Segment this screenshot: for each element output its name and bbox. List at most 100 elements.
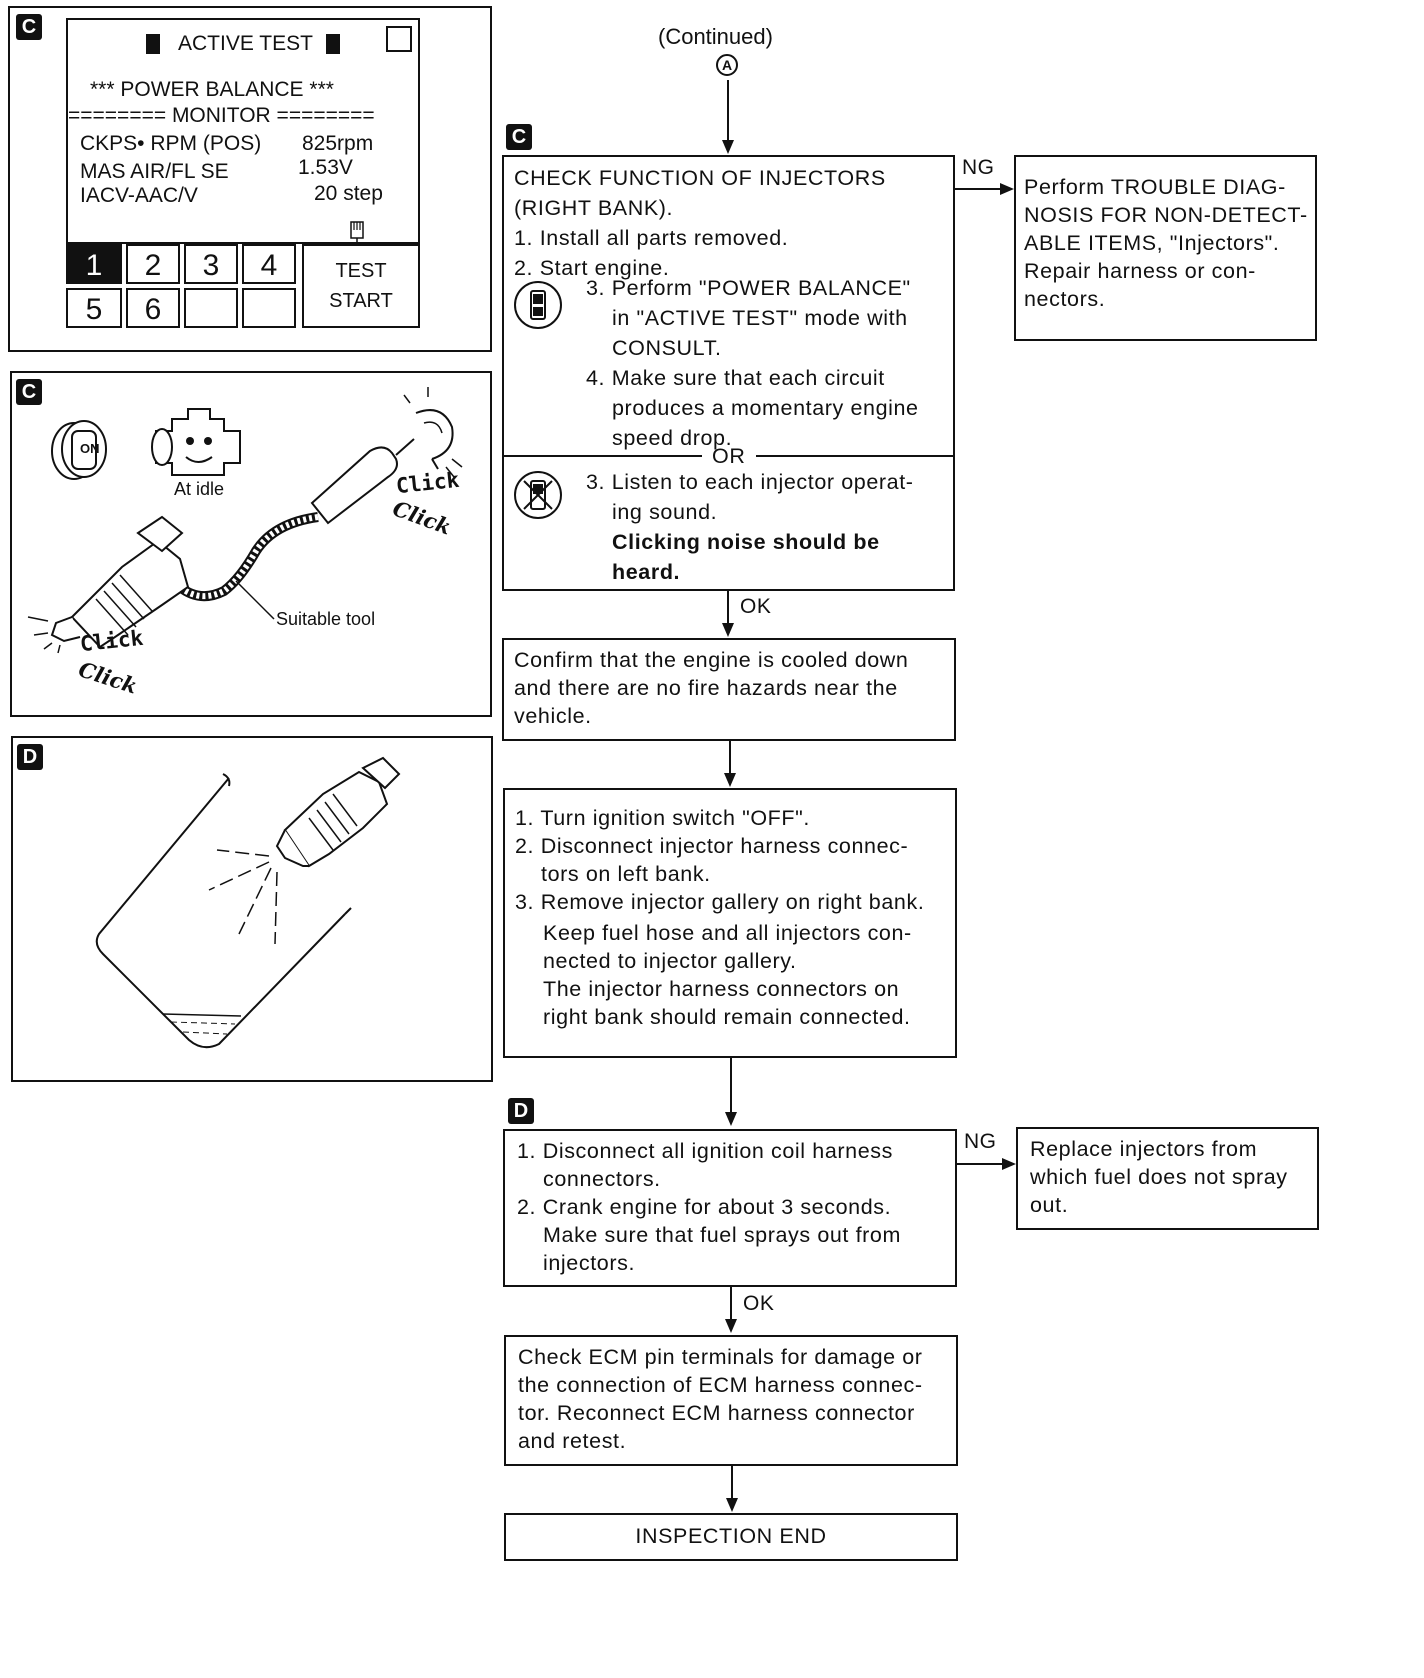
or-divider [756,455,955,457]
box-line: Check ECM pin terminals for damage or [518,1345,923,1369]
box-line: right bank should remain connected. [543,1005,911,1029]
box-line: The injector harness connectors on [543,977,900,1001]
screen-title: ACTIVE TEST [178,32,313,55]
key-2[interactable]: 2 [126,244,180,284]
ng-label: NG [964,1130,997,1153]
box-line-bold: Clicking noise should be [612,530,880,554]
key-4[interactable]: 4 [242,244,296,284]
box-line: 2. Disconnect injector harness connec- [515,834,909,858]
box-line: produces a momentary engine [612,396,919,420]
check-function-box: CHECK FUNCTION OF INJECTORS (RIGHT BANK)… [502,155,955,591]
box-line: 1. Turn ignition switch "OFF". [515,806,810,830]
connector-a: A [716,54,738,76]
key-3[interactable]: 3 [184,244,238,284]
key-5[interactable]: 5 [66,288,122,328]
at-idle-label: At idle [174,479,225,499]
box-line-bold: heard. [612,560,681,584]
box-line: Make sure that fuel sprays out from [543,1223,901,1247]
key-blank[interactable] [184,288,238,328]
injector-spray-beaker-drawing [95,756,401,1049]
box-line: CONSULT. [612,336,722,360]
listen-panel: C ON At idle [10,371,492,717]
box-line: 3. Remove injector gallery on right bank… [515,890,925,914]
ng-label: NG [962,156,995,179]
box-line: in "ACTIVE TEST" mode with [612,306,908,330]
tag-c: C [16,379,42,405]
ignition-key-icon [51,420,107,480]
spray-panel: D [11,736,493,1082]
no-consult-device-icon [523,480,553,510]
box-line: tors on left bank. [541,862,711,886]
box-line: 1. Install all parts removed. [514,226,789,250]
tag-c: C [506,124,532,150]
test-name: *** POWER BALANCE *** [90,78,334,101]
injector-and-tool-drawing [27,387,463,654]
box-line: (RIGHT BANK). [514,196,674,220]
box-line: the connection of ECM harness connec- [518,1373,923,1397]
suitable-tool-label: Suitable tool [276,609,376,629]
ok-label: OK [740,595,772,618]
continued-label: (Continued) [658,24,773,49]
consult-panel: C ACTIVE TEST *** POWER BALANCE *** ====… [8,6,492,352]
key-blank[interactable] [242,288,296,328]
confirm-box: Confirm that the engine is cooled down a… [502,638,956,741]
remove-gallery-box: 1. Turn ignition switch "OFF". 2. Discon… [503,788,957,1058]
row-value: 1.53V [298,156,353,179]
box-line: and retest. [518,1429,627,1453]
row-value: 825rpm [302,132,374,155]
box-line: connectors. [543,1167,661,1191]
row-label: CKPS• RPM (POS) [80,132,262,155]
inspection-end-box: INSPECTION END [504,1513,958,1561]
box-line: which fuel does not spray [1030,1165,1288,1189]
checkbox-icon[interactable] [386,26,412,52]
box-line: 1. Disconnect all ignition coil harness [517,1139,893,1163]
test-start-button[interactable]: TEST START [302,244,420,328]
crank-engine-box: 1. Disconnect all ignition coil harness … [503,1129,957,1287]
no-consult-icon [514,471,562,519]
tag-d: D [508,1098,534,1124]
box-line: 2. Start engine. [514,256,670,280]
ignition-on-label: ON [80,441,100,456]
box-line: Keep fuel hose and all injectors con- [543,921,912,945]
box-line: ing sound. [612,500,718,524]
or-divider [504,455,702,457]
consult-screen: ACTIVE TEST *** POWER BALANCE *** ======… [66,18,420,244]
box-line: Perform TROUBLE DIAG- [1024,175,1286,199]
box-line: and there are no fire hazards near the [514,676,898,700]
box-line: Confirm that the engine is cooled down [514,648,909,672]
square-bullet-icon [326,34,340,54]
consult-device-icon [530,290,546,320]
test-start-line: START [329,290,393,312]
row-value: 20 step [314,182,383,205]
or-label: OR [712,444,746,468]
pointer-hand-icon [350,221,364,244]
box-line: injectors. [543,1251,636,1275]
box-line: 4. Make sure that each circuit [586,366,885,390]
replace-injectors-box: Replace injectors from which fuel does n… [1016,1127,1319,1230]
square-bullet-icon [146,34,160,54]
row-label: IACV-AAC/V [80,184,198,207]
box-line: 2. Crank engine for about 3 seconds. [517,1195,892,1219]
test-start-line: TEST [335,260,387,282]
box-line: 3. Listen to each injector operat- [586,470,914,494]
monitor-label: ======== MONITOR ======== [68,104,375,127]
key-1[interactable]: 1 [66,244,122,284]
engine-icon [151,408,241,476]
box-line: Repair harness or con- [1024,259,1256,283]
trouble-diagnosis-box: Perform TROUBLE DIAG- NOSIS FOR NON-DETE… [1014,155,1317,341]
key-6[interactable]: 6 [126,288,180,328]
box-line: nected to injector gallery. [543,949,797,973]
consult-icon [514,281,562,329]
tag-c: C [16,14,42,40]
box-line: CHECK FUNCTION OF INJECTORS [514,166,886,190]
box-line: speed drop. [612,426,733,450]
tag-d: D [17,744,43,770]
box-line: vehicle. [514,704,592,728]
row-label: MAS AIR/FL SE [80,160,229,183]
box-line: tor. Reconnect ECM harness connector [518,1401,915,1425]
box-line: NOSIS FOR NON-DETECT- [1024,203,1308,227]
box-line: ABLE ITEMS, "Injectors". [1024,231,1280,255]
box-line: Replace injectors from [1030,1137,1258,1161]
box-line: 3. Perform "POWER BALANCE" [586,276,911,300]
ok-label: OK [743,1292,775,1315]
